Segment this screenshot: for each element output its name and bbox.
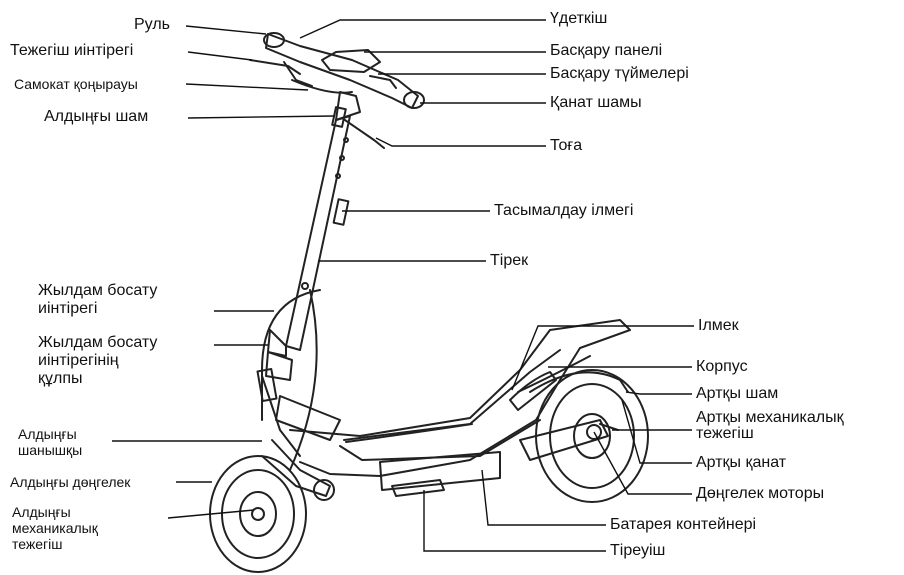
- label-hub-motor: Дөңгелек моторы: [696, 485, 825, 502]
- leader-toga: [375, 137, 546, 147]
- leader-headlight: [187, 115, 335, 119]
- stem: [285, 91, 385, 351]
- label-fender-light: Қанат шамы: [550, 94, 642, 111]
- front-wheel: [209, 455, 307, 573]
- leader-bell: [185, 83, 309, 91]
- label-kickstand: Тіреуіш: [610, 542, 666, 559]
- label-front-brake-line-3: тежегіш: [12, 536, 63, 552]
- label-front-fork-line-2: шанышқы: [18, 442, 83, 458]
- leader-rear-light: [625, 391, 692, 395]
- label-quick-release-lever-line-2: иінтірегі: [38, 300, 98, 317]
- label-front-wheel: Алдыңғы дөңгелек: [10, 474, 131, 490]
- label-rear-fender: Артқы қанат: [696, 454, 787, 471]
- label-quick-release-lock: Жылдам босату иінтірегінің құлпы: [38, 334, 157, 388]
- label-rear-brake: Артқы механикалық тежегіш: [696, 410, 844, 442]
- leader-battery: [481, 469, 606, 526]
- rear-assembly: [519, 369, 649, 503]
- label-rear-brake-line-2: тежегіш: [696, 425, 754, 442]
- label-stem: Тірек: [490, 252, 529, 269]
- label-control-panel: Басқару панелі: [550, 42, 663, 59]
- label-carry-hook: Тасымалдау ілмегі: [494, 202, 634, 219]
- label-front-brake: Алдыңғы механикалық тежегіш: [12, 504, 98, 552]
- label-quick-release-lock-line-3: құлпы: [38, 370, 83, 387]
- label-rul: Руль: [134, 16, 170, 33]
- leader-rul: [185, 25, 267, 35]
- deck: [289, 319, 631, 497]
- label-quick-release-lock-line-1: Жылдам босату: [38, 334, 158, 351]
- label-front-brake-line-1: Алдыңғы: [12, 504, 71, 520]
- leader-hub-motor: [593, 431, 692, 495]
- leader-rear-fender: [621, 399, 692, 464]
- label-toga: Тоға: [550, 137, 583, 154]
- leader-accelerator: [299, 19, 546, 39]
- label-front-fork-line-1: Алдыңғы: [18, 426, 77, 442]
- leader-front-brake: [167, 509, 255, 519]
- label-front-brake-line-2: механикалық: [12, 520, 98, 536]
- leader-kickstand: [423, 490, 606, 552]
- label-control-buttons: Басқару түймелері: [550, 65, 689, 82]
- label-bell: Самокат қоңырауы: [14, 76, 138, 92]
- front-assembly: [256, 289, 341, 501]
- handlebar: [249, 32, 425, 109]
- label-quick-release-lever: Жылдам босату иінтірегі: [38, 282, 157, 318]
- label-quick-release-lock-line-2: иінтірегінің: [38, 352, 119, 369]
- leader-brake-lever: [187, 51, 253, 61]
- scooter-drawing: [209, 32, 649, 573]
- label-quick-release-lever-line-1: Жылдам босату: [38, 282, 158, 299]
- leader-hook: [511, 325, 694, 391]
- label-battery: Батарея контейнері: [610, 516, 757, 533]
- label-brake-lever: Тежегіш иінтірегі: [10, 42, 134, 59]
- label-headlight: Алдыңғы шам: [44, 108, 149, 125]
- label-front-fork: Алдыңғы шанышқы: [18, 426, 82, 458]
- label-accelerator: Үдеткіш: [550, 10, 608, 27]
- label-hook: Ілмек: [698, 317, 739, 334]
- leader-lines: [112, 19, 694, 552]
- label-rear-light: Артқы шам: [696, 385, 779, 402]
- label-rear-brake-line-1: Артқы механикалық: [696, 409, 844, 426]
- label-body: Корпус: [696, 358, 748, 375]
